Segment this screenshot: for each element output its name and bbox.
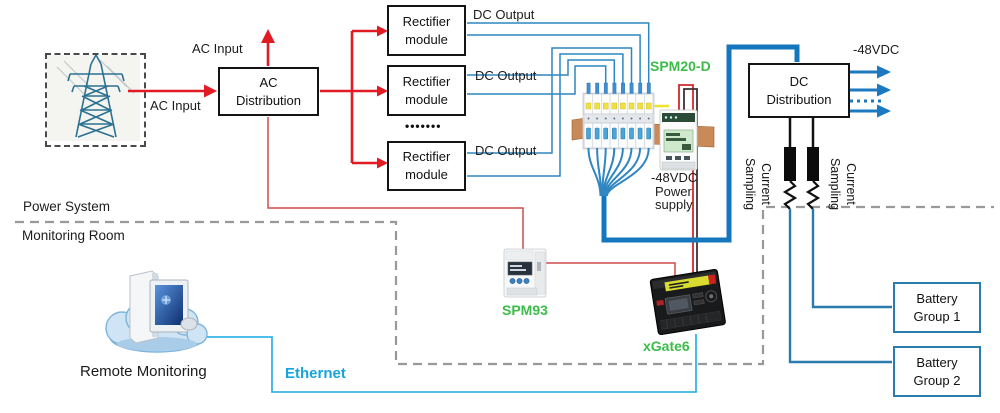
battery-group-1-label2: Group 1 [913, 308, 961, 324]
breaker-output-wire-fan [587, 147, 650, 197]
dc-distribution-label2: Distribution [766, 91, 832, 107]
current-sampling-shunts [782, 117, 821, 210]
ethernet-label: Ethernet [285, 365, 346, 382]
current-sampling-right-line2: Sampling [828, 157, 842, 211]
ethernet-line [206, 334, 697, 393]
monitoring-bus-lines [267, 117, 676, 277]
room-boundary-dashed-line [15, 205, 994, 366]
power-tower-icon [47, 53, 140, 141]
rectifier-3-label2: module [405, 167, 448, 182]
neg48vdc-output-label: -48VDC [853, 42, 900, 57]
dc-output-label-3: DC Output [475, 143, 537, 158]
rectifier-ellipsis: ••••••• [405, 119, 442, 133]
psu-label-line2: Power [655, 183, 692, 199]
rectifier-module-1-box: Rectifier module [387, 5, 466, 56]
spm20d-meter-icon [659, 109, 698, 171]
monitoring-room-label: Monitoring Room [22, 228, 125, 243]
battery-group-1-label: Battery [916, 290, 958, 306]
ac-distribution-label: AC [259, 74, 278, 90]
psu-label-line1: -48VDC [651, 170, 698, 185]
battery-group-2-label: Battery [916, 354, 958, 370]
spm93-meter-icon [503, 248, 547, 298]
rectifier-1-label2: module [405, 31, 448, 47]
ac-input-label-top: AC Input [192, 41, 243, 56]
breaker-panel-icon [571, 82, 715, 197]
dc-output-label-1: DC Output [473, 7, 535, 22]
rectifier-module-3-box: Rectifier module [387, 141, 466, 191]
psu-label: -48VDC Power supply [651, 171, 697, 212]
remote-monitoring-icon [105, 270, 208, 353]
current-sampling-left-line1: Current [759, 163, 774, 205]
power-grid-box [45, 53, 146, 147]
battery-wires [788, 209, 892, 364]
rectifier-2-label2: module [405, 91, 448, 107]
battery-group-1-box: Battery Group 1 [893, 282, 981, 333]
dc-distribution-box: DC Distribution [748, 63, 850, 118]
current-sampling-label-right: Current Sampling [826, 149, 860, 219]
rectifier-3-label: Rectifier [402, 149, 451, 165]
ac-distribution-box: AC Distribution [218, 67, 319, 116]
spm20d-label: SPM20-D [650, 58, 711, 74]
current-sampling-left-line2: Sampling [743, 157, 757, 211]
spm93-label: SPM93 [502, 302, 548, 318]
xgate6-device-icon [649, 268, 726, 336]
dc-output-label-2: DC Output [475, 68, 537, 83]
xgate6-label: xGate6 [643, 338, 690, 354]
current-sampling-label-left: Current Sampling [741, 149, 775, 219]
remote-monitoring-label: Remote Monitoring [80, 363, 207, 380]
dc-bus-line [601, 44, 800, 243]
ac-power-lines [128, 25, 388, 169]
breaker-top-row [583, 93, 654, 115]
neg48vdc-output-arrows [850, 65, 891, 118]
breaker-bottom-row [583, 122, 654, 149]
breaker-top-terminals [586, 82, 651, 95]
ac-distribution-label2: Distribution [235, 92, 302, 108]
ac-input-label-left: AC Input [150, 98, 201, 113]
rectifier-1-label: Rectifier [402, 13, 451, 29]
battery-group-2-label2: Group 2 [913, 372, 961, 388]
dc-distribution-label: DC [789, 73, 809, 89]
psu-label-line3: supply [655, 197, 693, 213]
power-system-label: Power System [23, 199, 111, 214]
dc-output-wires [467, 22, 650, 177]
battery-group-2-box: Battery Group 2 [893, 346, 981, 397]
psu-to-xgate-wires [678, 84, 698, 277]
current-sampling-right-line1: Current [844, 163, 859, 205]
rectifier-module-2-box: Rectifier module [387, 65, 466, 116]
rectifier-2-label: Rectifier [402, 73, 451, 89]
